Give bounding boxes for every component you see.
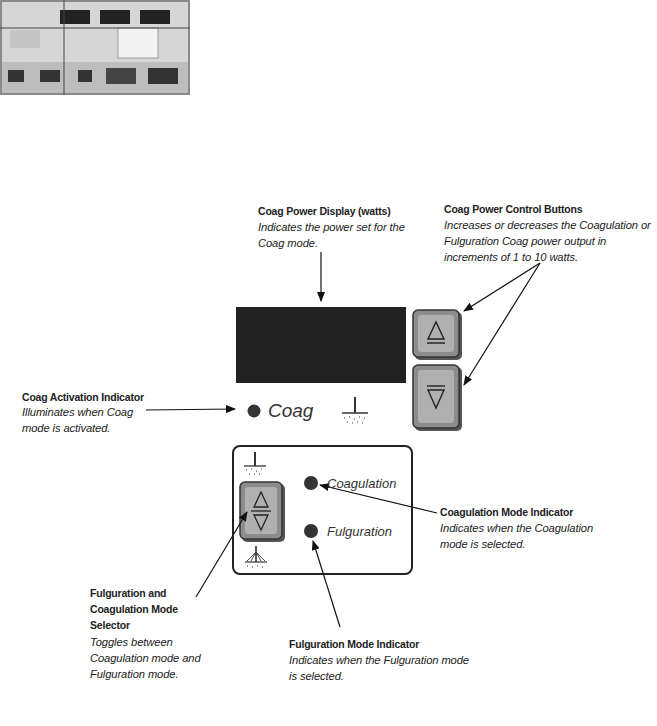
- photo-logo: [10, 30, 40, 48]
- triangle-bar: [251, 510, 271, 511]
- coag-symbol: [246, 469, 262, 474]
- photo-display: [100, 10, 130, 24]
- down-button: [413, 365, 459, 428]
- callout-title: Fulguration and Coagulation Mode Selecto…: [90, 585, 190, 633]
- leader-line: [464, 263, 540, 311]
- leader-line: [464, 263, 540, 385]
- fulguration-symbol: [245, 561, 267, 562]
- coag-symbol: [342, 412, 368, 414]
- photo-connector: [8, 70, 24, 82]
- leader-line: [320, 252, 321, 301]
- callout-title: Coag Activation Indicator: [22, 389, 172, 405]
- mode-selector-button: [240, 482, 282, 539]
- coagulation-indicator: [304, 476, 318, 490]
- activation-indicator: [248, 405, 261, 418]
- mode-panel: CoagulationFulguration: [232, 445, 413, 575]
- up-triangle: [254, 492, 268, 507]
- photo-display: [140, 10, 170, 24]
- down-triangle: [254, 515, 268, 530]
- power-display: [236, 307, 406, 383]
- callout-text: Toggles between Coagulation mode and Ful…: [90, 634, 212, 682]
- triangle-bar: [427, 385, 445, 386]
- leader-line: [313, 541, 340, 627]
- leader-line: [196, 512, 247, 597]
- coag-symbol: [254, 452, 256, 466]
- up-triangle: [428, 322, 444, 339]
- callout-text: Indicates when the Fulguration mode is s…: [289, 652, 469, 684]
- callout-text: Indicates the power set for the Coag mod…: [258, 219, 416, 251]
- button-face: [418, 315, 454, 352]
- coag-symbol: [354, 397, 356, 413]
- fulguration-symbol: [247, 552, 265, 561]
- panel-label: Coag: [268, 399, 338, 423]
- photo-highlight: [118, 28, 158, 58]
- triangle-bar: [427, 342, 445, 343]
- fulguration-symbol: [247, 566, 263, 567]
- mode-label: Fulguration: [327, 524, 392, 540]
- photo-connector: [78, 70, 92, 82]
- fulguration-symbol: [255, 546, 257, 562]
- button-face: [245, 487, 277, 534]
- callout-title: Coag Power Display (watts): [258, 203, 428, 219]
- fulguration-indicator: [304, 524, 318, 538]
- coag-symbol: [344, 417, 365, 423]
- down-triangle: [428, 390, 444, 408]
- photo-connector: [106, 68, 136, 84]
- photo-crosshair: [0, 28, 190, 29]
- photo-connector: [148, 68, 178, 84]
- up-button: [413, 310, 459, 357]
- generator-base: [2, 62, 188, 93]
- photo-connector: [40, 70, 60, 82]
- callout-title: Fulguration Mode Indicator: [289, 636, 489, 652]
- callout-title: Coag Power Control Buttons: [444, 201, 654, 217]
- generator-front: [2, 2, 188, 62]
- mode-label: Coagulation: [327, 476, 396, 492]
- button-face: [418, 370, 454, 423]
- callout-text: Increases or decreases the Coagulation o…: [444, 217, 656, 265]
- photo-frame: [0, 0, 190, 95]
- coag-symbol: [244, 465, 266, 466]
- callout-text: Indicates when the Coagulation mode is s…: [440, 520, 620, 552]
- callout-title: Coagulation Mode Indicator: [440, 504, 630, 520]
- callout-text: Illuminates when Coag mode is activated.: [22, 404, 147, 436]
- photo-crosshair: [64, 0, 65, 95]
- leader-line: [146, 409, 235, 410]
